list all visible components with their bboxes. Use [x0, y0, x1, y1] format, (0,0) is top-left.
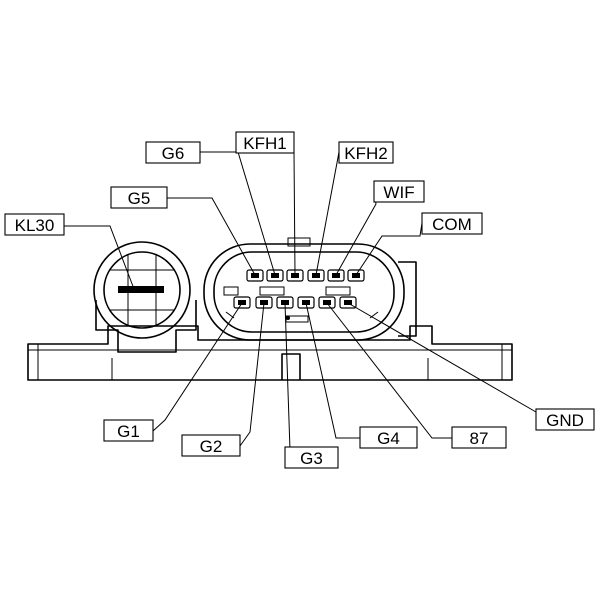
label-kl30: KL30: [4, 213, 65, 236]
leader-kl30: [64, 225, 135, 290]
leader-dot-kfh2: [314, 273, 318, 277]
label-g5: G5: [110, 186, 168, 209]
leader-dot-g3: [283, 301, 287, 305]
label-kfh2: KFH2: [338, 141, 394, 164]
label-g3-text: G3: [300, 449, 323, 468]
connector-divider-right: [325, 286, 351, 296]
leader-dot-g5: [253, 273, 257, 277]
label-com: COM: [421, 212, 483, 235]
leader-g2: [239, 302, 265, 447]
multi-pin-connector: [203, 237, 405, 341]
leader-87: [326, 302, 452, 439]
leader-g3: [284, 302, 291, 466]
base-flange: [27, 325, 513, 381]
label-kfh1-text: KFH1: [243, 134, 286, 153]
label-g5-text: G5: [128, 189, 151, 208]
label-g2-text: G2: [200, 437, 223, 456]
label-g4-text: G4: [377, 429, 400, 448]
kl30-terminal: [93, 241, 197, 353]
kl30-stud: [118, 286, 164, 293]
leader-wif: [335, 191, 377, 276]
kl30-outer-ring: [93, 241, 191, 339]
label-wif: WIF: [373, 180, 425, 203]
leader-g6: [200, 151, 276, 276]
label-kfh1: KFH1: [235, 131, 295, 154]
label-g1: G1: [103, 419, 154, 442]
connector-side-notch-right: [369, 311, 379, 319]
label-87-text: 87: [470, 429, 489, 448]
connector-outer-shell: [203, 243, 405, 341]
leader-dot-wif: [334, 273, 338, 277]
leader-dot-g1: [240, 301, 244, 305]
connector-inner-shell: [213, 251, 395, 333]
label-g6-text: G6: [162, 144, 185, 163]
label-kfh2-text: KFH2: [344, 144, 387, 163]
label-g4: G4: [359, 426, 418, 449]
leader-dot-g2: [262, 301, 266, 305]
connector-center-dot: [286, 316, 290, 320]
label-g1-text: G1: [117, 422, 140, 441]
kl30-inner-ring: [103, 251, 181, 329]
leader-com: [355, 222, 423, 276]
connector-divider-mid: [259, 286, 285, 296]
label-g3: G3: [284, 446, 339, 469]
leader-kfh1: [293, 151, 296, 276]
kl30-mount-bracket: [95, 300, 197, 353]
leader-kfh2: [315, 151, 340, 276]
leader-dot-g6: [273, 273, 277, 277]
label-g2: G2: [181, 434, 241, 457]
bottom-notch: [281, 353, 301, 380]
connector-shroud-block: [398, 261, 417, 337]
leader-dot-g4: [304, 301, 308, 305]
connector-divider-left: [223, 286, 239, 296]
label-87: 87: [451, 426, 507, 449]
label-kl30-text: KL30: [15, 216, 55, 235]
leader-dot-87: [325, 301, 329, 305]
leader-g5: [167, 197, 256, 276]
label-com-text: COM: [432, 215, 472, 234]
leader-g4: [305, 302, 360, 439]
label-g6: G6: [145, 141, 201, 164]
leader-dot-com: [354, 273, 358, 277]
leader-g1: [152, 302, 243, 432]
label-gnd: GND: [535, 408, 595, 431]
connector-key-top: [287, 237, 311, 247]
leader-dot-kfh1: [293, 273, 297, 277]
label-wif-text: WIF: [383, 183, 414, 202]
leader-dot-gnd: [346, 301, 350, 305]
leader-gnd: [347, 302, 537, 413]
label-gnd-text: GND: [546, 411, 584, 430]
leader-lines: [64, 151, 537, 466]
module-housing: [27, 261, 513, 381]
